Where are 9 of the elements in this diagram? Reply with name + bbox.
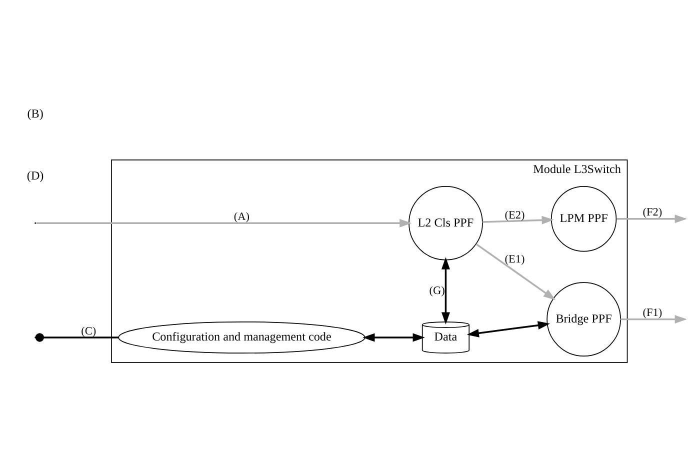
edge-label: (A) [234, 211, 250, 224]
label: (B) [27, 106, 44, 120]
edge-label: (E2) [504, 209, 525, 222]
edge-label: (C) [81, 325, 96, 338]
edge-label: (G) [429, 284, 445, 297]
edge-label: (E1) [504, 253, 525, 266]
edge-label: (F1) [642, 307, 662, 320]
edge-label: (F2) [642, 206, 662, 219]
label: (D) [26, 168, 44, 183]
